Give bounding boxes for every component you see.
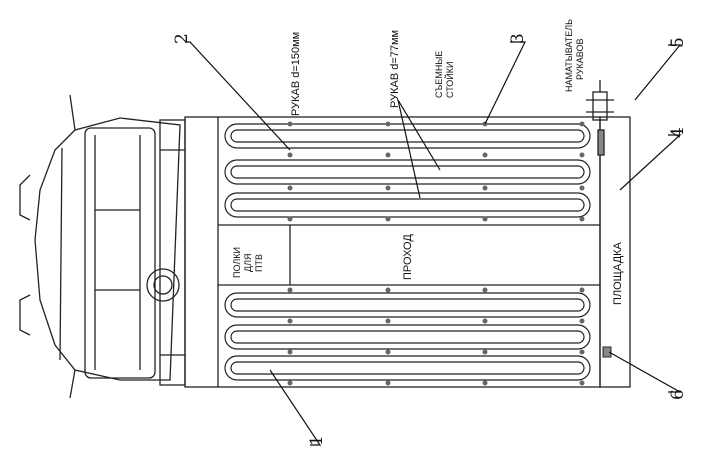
- callout-4: 4: [668, 127, 688, 138]
- label-hose-reel-2: РУКАВОВ: [575, 39, 585, 80]
- leader-lines: [185, 41, 683, 446]
- platform-fitting: [602, 346, 612, 358]
- callout-5: 5: [668, 37, 688, 48]
- label-shelves-2: ДЛЯ: [243, 253, 253, 272]
- hose-racks: [224, 123, 591, 381]
- label-removable-posts-2: СТОЙКИ: [444, 62, 455, 98]
- label-platform: ПЛОЩАДКА: [612, 241, 624, 305]
- label-hose-77: РУКАВ d=77мм: [389, 30, 401, 108]
- label-hose-reel-1: НАМАТЫВАТЕЛЬ: [564, 19, 574, 92]
- truck-cab: [19, 94, 186, 399]
- callout-6: 6: [668, 389, 688, 400]
- removable-post-dots: [287, 121, 585, 386]
- truck-body: [184, 116, 631, 388]
- callout-2: 2: [172, 33, 192, 44]
- label-hose-150: РУКАВ d=150мм: [290, 32, 302, 116]
- hose-reel: [586, 80, 614, 156]
- label-passage: ПРОХОД: [402, 234, 414, 280]
- callout-3: 3: [508, 33, 528, 44]
- label-removable-posts-1: СЪЕМНЫЕ: [434, 51, 444, 98]
- label-shelves-1: ПОЛКИ: [232, 247, 242, 278]
- label-shelves-3: ПТВ: [254, 254, 264, 272]
- callout-1: 1: [307, 435, 327, 446]
